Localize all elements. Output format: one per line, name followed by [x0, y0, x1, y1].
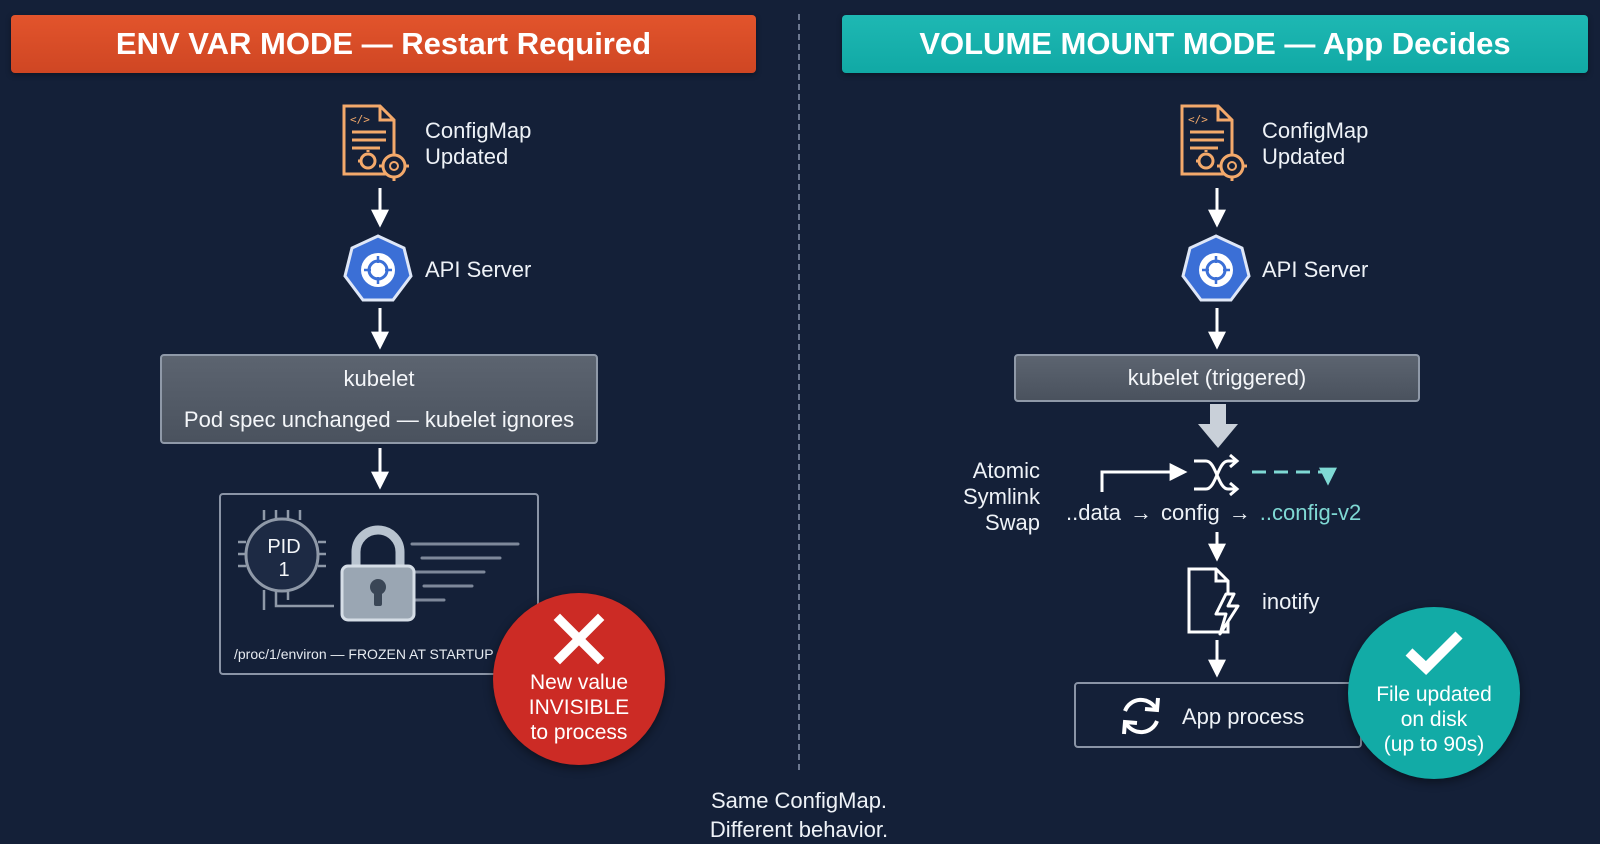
padlock-icon [340, 525, 416, 622]
volume-mount-mode-title: VOLUME MOUNT MODE — App Decides [919, 26, 1511, 61]
swap-label-line1: Atomic [972, 458, 1040, 483]
kubelet-subtitle: Pod spec unchanged — kubelet ignores [183, 407, 575, 432]
api-server-label: API Server [425, 257, 532, 282]
arrow-kubelet-to-process [371, 448, 389, 490]
chip-icon [238, 510, 334, 610]
arrow-inotify-to-app [1208, 640, 1226, 678]
configmap-label-line2: Updated [425, 144, 509, 169]
file-updated-status-badge: File updated on disk (up to 90s) [1348, 607, 1520, 779]
inotify-label: inotify [1262, 589, 1320, 614]
shuffle-icon [1194, 453, 1240, 497]
kubelet-triggered-label: kubelet (triggered) [1127, 365, 1307, 390]
configmap-updated-label: ConfigMap Updated [425, 118, 531, 170]
symlink-swap-connectors [1100, 463, 1337, 492]
speed-lines [404, 542, 520, 602]
symlink-target: ..config-v2 [1259, 500, 1362, 525]
pid-label-line1: PID [267, 536, 301, 558]
atomic-symlink-swap-label: Atomic Symlink Swap [940, 458, 1040, 536]
symlink-arrow-2: → [1228, 500, 1251, 525]
invisible-status-badge: New value INVISIBLE to process [493, 593, 665, 765]
configmap-label-line1: ConfigMap [425, 118, 532, 143]
configmap-label-line2: Updated [1262, 144, 1346, 169]
configmap-updated-label: ConfigMap Updated [1262, 118, 1368, 170]
volume-mount-mode-banner: VOLUME MOUNT MODE — App Decides [842, 15, 1588, 73]
pid-label-line2: 1 [278, 559, 290, 581]
status-text-line2: INVISIBLE [528, 695, 630, 719]
config-file-gear-icon: </> [1180, 104, 1247, 181]
arrow-configmap-to-api [371, 188, 389, 228]
kubelet-box: kubelet Pod spec unchanged — kubelet ign… [160, 354, 598, 444]
footer-caption: Same ConfigMap. Different behavior. [650, 786, 948, 844]
svg-text:</>: </> [1188, 113, 1208, 126]
svg-text:</>: </> [350, 113, 370, 126]
configmap-label-line1: ConfigMap [1262, 118, 1369, 143]
env-var-mode-banner: ENV VAR MODE — Restart Required [11, 15, 756, 73]
swap-label-line2: Symlink [962, 484, 1040, 509]
panel-divider [798, 14, 800, 770]
kubelet-title: kubelet [343, 366, 415, 391]
checkmark-icon [1405, 630, 1463, 675]
kubernetes-api-icon [343, 234, 413, 302]
x-mark-icon [553, 613, 605, 664]
symlink-data: ..data [1066, 500, 1122, 525]
arrow-api-to-kubelet [371, 308, 389, 350]
api-server-label: API Server [1262, 257, 1369, 282]
env-var-mode-title: ENV VAR MODE — Restart Required [115, 26, 652, 61]
status-text-line2: on disk [1400, 707, 1468, 731]
app-process-label: App process [1182, 704, 1305, 729]
footer-line2: Different behavior. [709, 817, 889, 842]
file-lightning-icon [1187, 567, 1240, 636]
status-text-line3: to process [530, 720, 628, 744]
symlink-arrow-1: → [1130, 500, 1153, 525]
footer-line1: Same ConfigMap. [710, 788, 888, 813]
status-text-line1: File updated [1376, 682, 1492, 706]
config-file-gear-icon: </> [342, 104, 409, 181]
swap-label-line3: Swap [984, 510, 1040, 535]
kubelet-triggered-box: kubelet (triggered) [1014, 354, 1420, 402]
arrow-api-to-kubelet [1208, 308, 1226, 350]
arrow-symlink-to-inotify [1208, 532, 1226, 562]
refresh-icon [1122, 697, 1160, 735]
thick-down-arrow [1198, 404, 1238, 448]
symlink-chain: ..data → config → ..config-v2 [1066, 500, 1361, 526]
pid-label: PID 1 [264, 536, 304, 582]
environ-caption: /proc/1/environ — FROZEN AT STARTUP [234, 646, 494, 662]
symlink-config: config [1161, 500, 1220, 525]
status-text-line3: (up to 90s) [1383, 732, 1485, 756]
kubernetes-api-icon [1181, 234, 1251, 302]
arrow-configmap-to-api [1208, 188, 1226, 228]
status-text-line1: New value [529, 670, 629, 694]
process-environment-frame [219, 493, 539, 675]
